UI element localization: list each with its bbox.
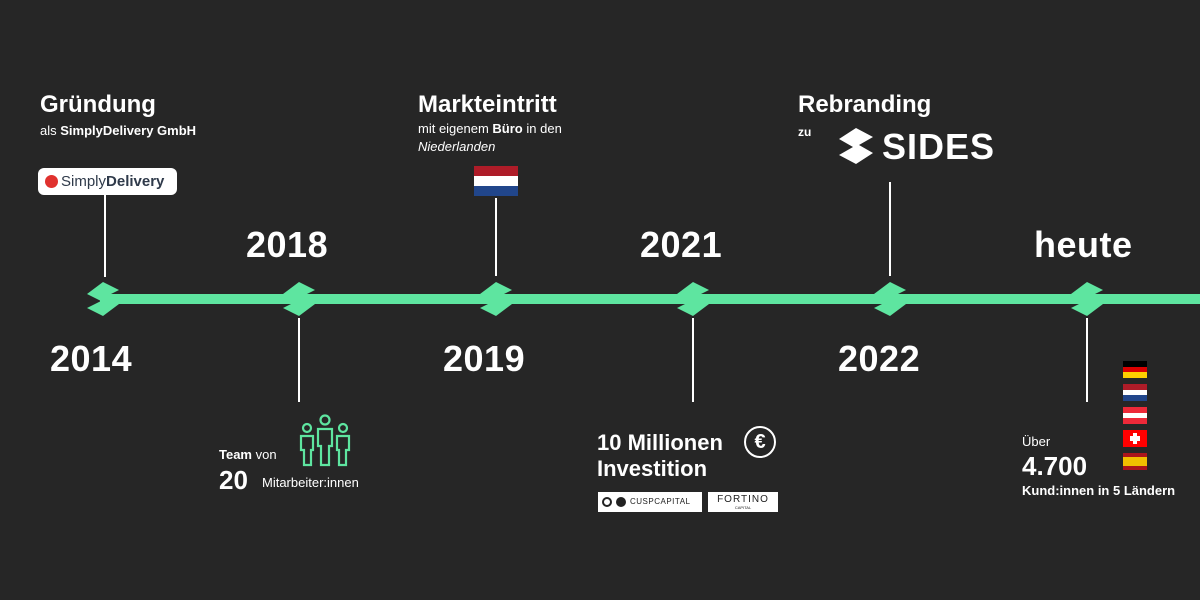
milestone-marker-icon: [476, 279, 516, 319]
milestone-marker-icon: [1067, 279, 1107, 319]
milestone-marker-icon: [279, 279, 319, 319]
stem-2018: [298, 318, 300, 402]
euro-icon: €: [744, 426, 776, 458]
fortino-logo-subtext: CAPITAL: [734, 505, 752, 510]
stem-2014: [104, 195, 106, 277]
stem-today: [1086, 318, 1088, 402]
subtitle-2014: als SimplyDelivery GmbH: [40, 123, 197, 138]
milestone-marker-icon: [83, 279, 123, 319]
team-label: Team von: [219, 447, 277, 462]
stem-2019: [495, 198, 497, 276]
people-icon: [298, 413, 352, 467]
year-2022: 2022: [838, 338, 921, 379]
germany-flag-icon: [1123, 361, 1147, 378]
fortino-logo: FORTINO CAPITAL: [708, 492, 778, 512]
simplydelivery-logo-icon: [45, 175, 58, 188]
year-2018: 2018: [246, 224, 329, 265]
team-count: 20: [219, 465, 248, 495]
fortino-logo-text: FORTINO: [717, 494, 769, 505]
cuspcapital-logo-icon: [602, 497, 612, 507]
year-2019: 2019: [443, 338, 526, 379]
customers-label: Kund:innen in 5 Ländern: [1022, 483, 1176, 498]
simplydelivery-logo: SimplyDelivery: [38, 168, 177, 195]
sides-logo-text: SIDES: [882, 126, 996, 167]
switzerland-flag-icon: [1123, 430, 1147, 447]
title-2022: Rebranding: [798, 91, 932, 118]
team-count-label: Mitarbeiter:innen: [262, 475, 359, 490]
year-2014: 2014: [50, 338, 133, 379]
stem-2022: [889, 182, 891, 276]
sides-logo-icon: [836, 126, 876, 166]
customers-prefix: Über: [1022, 434, 1051, 449]
milestone-marker-icon: [673, 279, 713, 319]
milestone-marker-icon: [870, 279, 910, 319]
year-today: heute: [1034, 224, 1133, 265]
stem-2021: [692, 318, 694, 402]
subtitle-2022: zu: [798, 125, 812, 139]
netherlands-flag-icon: [474, 166, 518, 196]
austria-flag-icon: [1123, 407, 1147, 424]
netherlands-flag-icon: [1123, 384, 1147, 401]
title-2019: Markteintritt: [418, 91, 557, 118]
spain-flag-icon: [1123, 453, 1147, 470]
timeline-bar: [100, 294, 1200, 304]
cuspcapital-logo-text: CUSPCAPITAL: [630, 497, 691, 506]
investment-title: 10 Millionen Investition: [597, 430, 723, 481]
simplydelivery-logo-text: SimplyDelivery: [61, 173, 165, 190]
customers-count: 4.700: [1022, 451, 1088, 481]
cuspcapital-logo: CUSPCAPITAL: [598, 492, 702, 512]
title-2014: Gründung: [40, 91, 156, 118]
subtitle-2019: mit eigenem Büro in den Niederlanden: [418, 121, 562, 154]
year-2021: 2021: [640, 224, 723, 265]
